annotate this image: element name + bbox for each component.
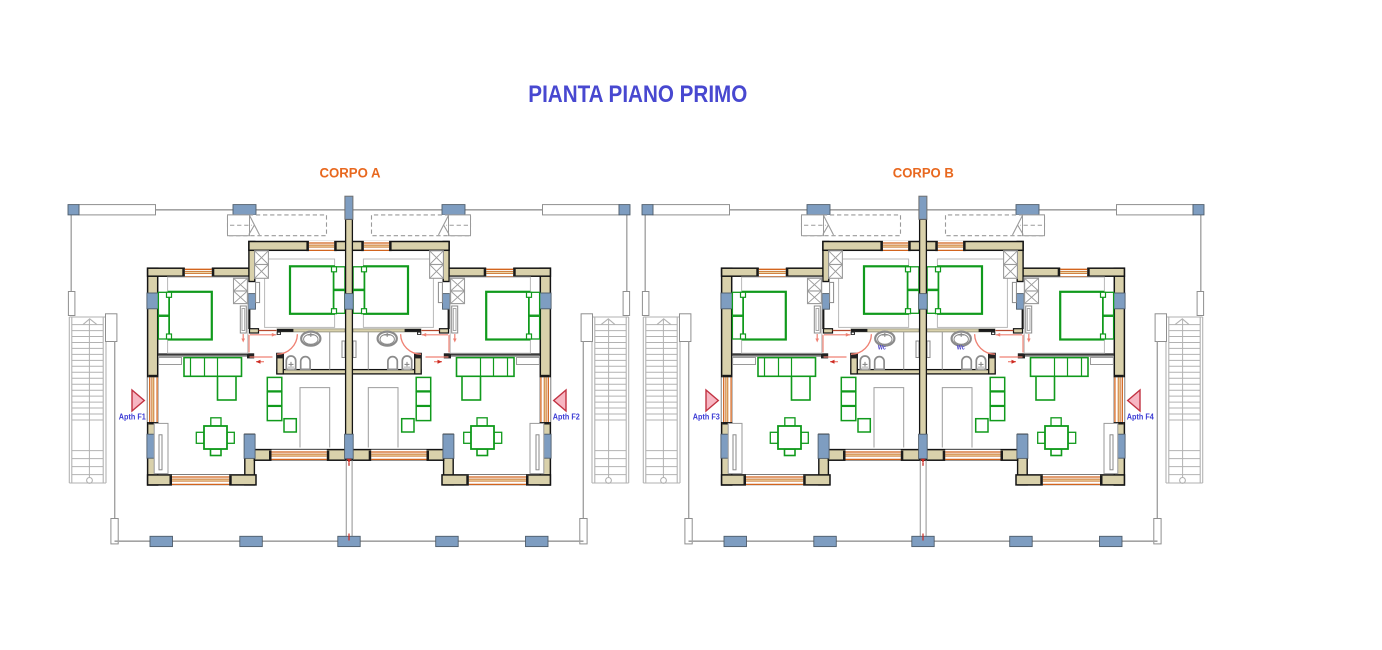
svg-text:Apth F2: Apth F2 <box>553 411 580 421</box>
svg-text:CORPO A: CORPO A <box>320 166 381 181</box>
svg-text:Apth F1: Apth F1 <box>119 411 146 421</box>
svg-text:Apth F4: Apth F4 <box>1127 411 1154 421</box>
svg-text:CORPO B: CORPO B <box>893 166 954 181</box>
svg-text:Wc: Wc <box>957 345 965 352</box>
svg-text:Wc: Wc <box>878 345 886 352</box>
svg-text:Apth F3: Apth F3 <box>693 411 720 421</box>
svg-text:PIANTA PIANO PRIMO: PIANTA PIANO PRIMO <box>528 81 747 108</box>
